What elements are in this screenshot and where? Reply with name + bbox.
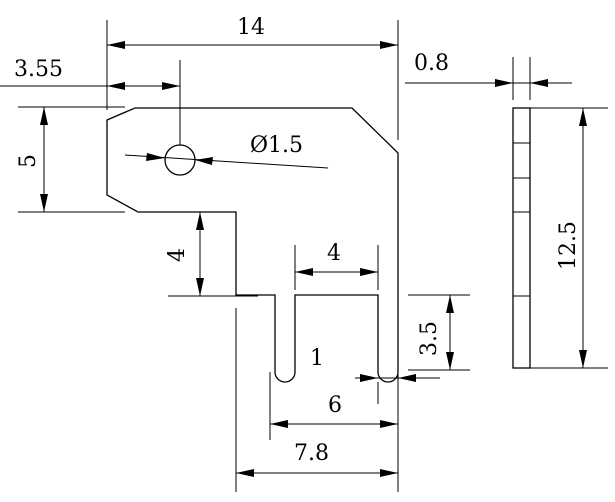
part-outline <box>106 107 399 383</box>
label-4-vertical: 4 <box>165 248 190 262</box>
label-7-8: 7.8 <box>294 441 329 466</box>
extension-lines <box>18 20 470 492</box>
label-3-5: 3.5 <box>417 321 442 356</box>
dim-slot-width: 1 <box>310 346 440 382</box>
dim-overall-width: 14 <box>107 15 398 49</box>
label-1: 1 <box>310 346 324 371</box>
label-0-8: 0.8 <box>414 51 449 76</box>
dim-hole-diameter: Ø1.5 <box>124 133 329 169</box>
dim-hole-offset: 3.55 <box>0 57 180 90</box>
label-hole-diameter: Ø1.5 <box>250 133 303 158</box>
dim-head-height: 5 <box>16 107 48 212</box>
side-view <box>512 107 608 369</box>
label-14: 14 <box>237 15 265 40</box>
label-3-55: 3.55 <box>14 57 63 82</box>
dim-slot-spacing: 4 <box>295 241 378 276</box>
dim-total-height: 12.5 <box>556 108 587 368</box>
dim-neck-height: 4 <box>165 212 204 296</box>
label-6: 6 <box>328 393 342 418</box>
label-12-5: 12.5 <box>556 221 581 270</box>
label-4-horizontal: 4 <box>327 241 341 266</box>
dim-base-width: 7.8 <box>236 441 398 477</box>
dim-slot-depth: 3.5 <box>417 295 454 370</box>
dim-tab-width: 6 <box>270 393 398 428</box>
label-5: 5 <box>16 154 41 168</box>
dim-thickness: 0.8 <box>405 51 572 100</box>
